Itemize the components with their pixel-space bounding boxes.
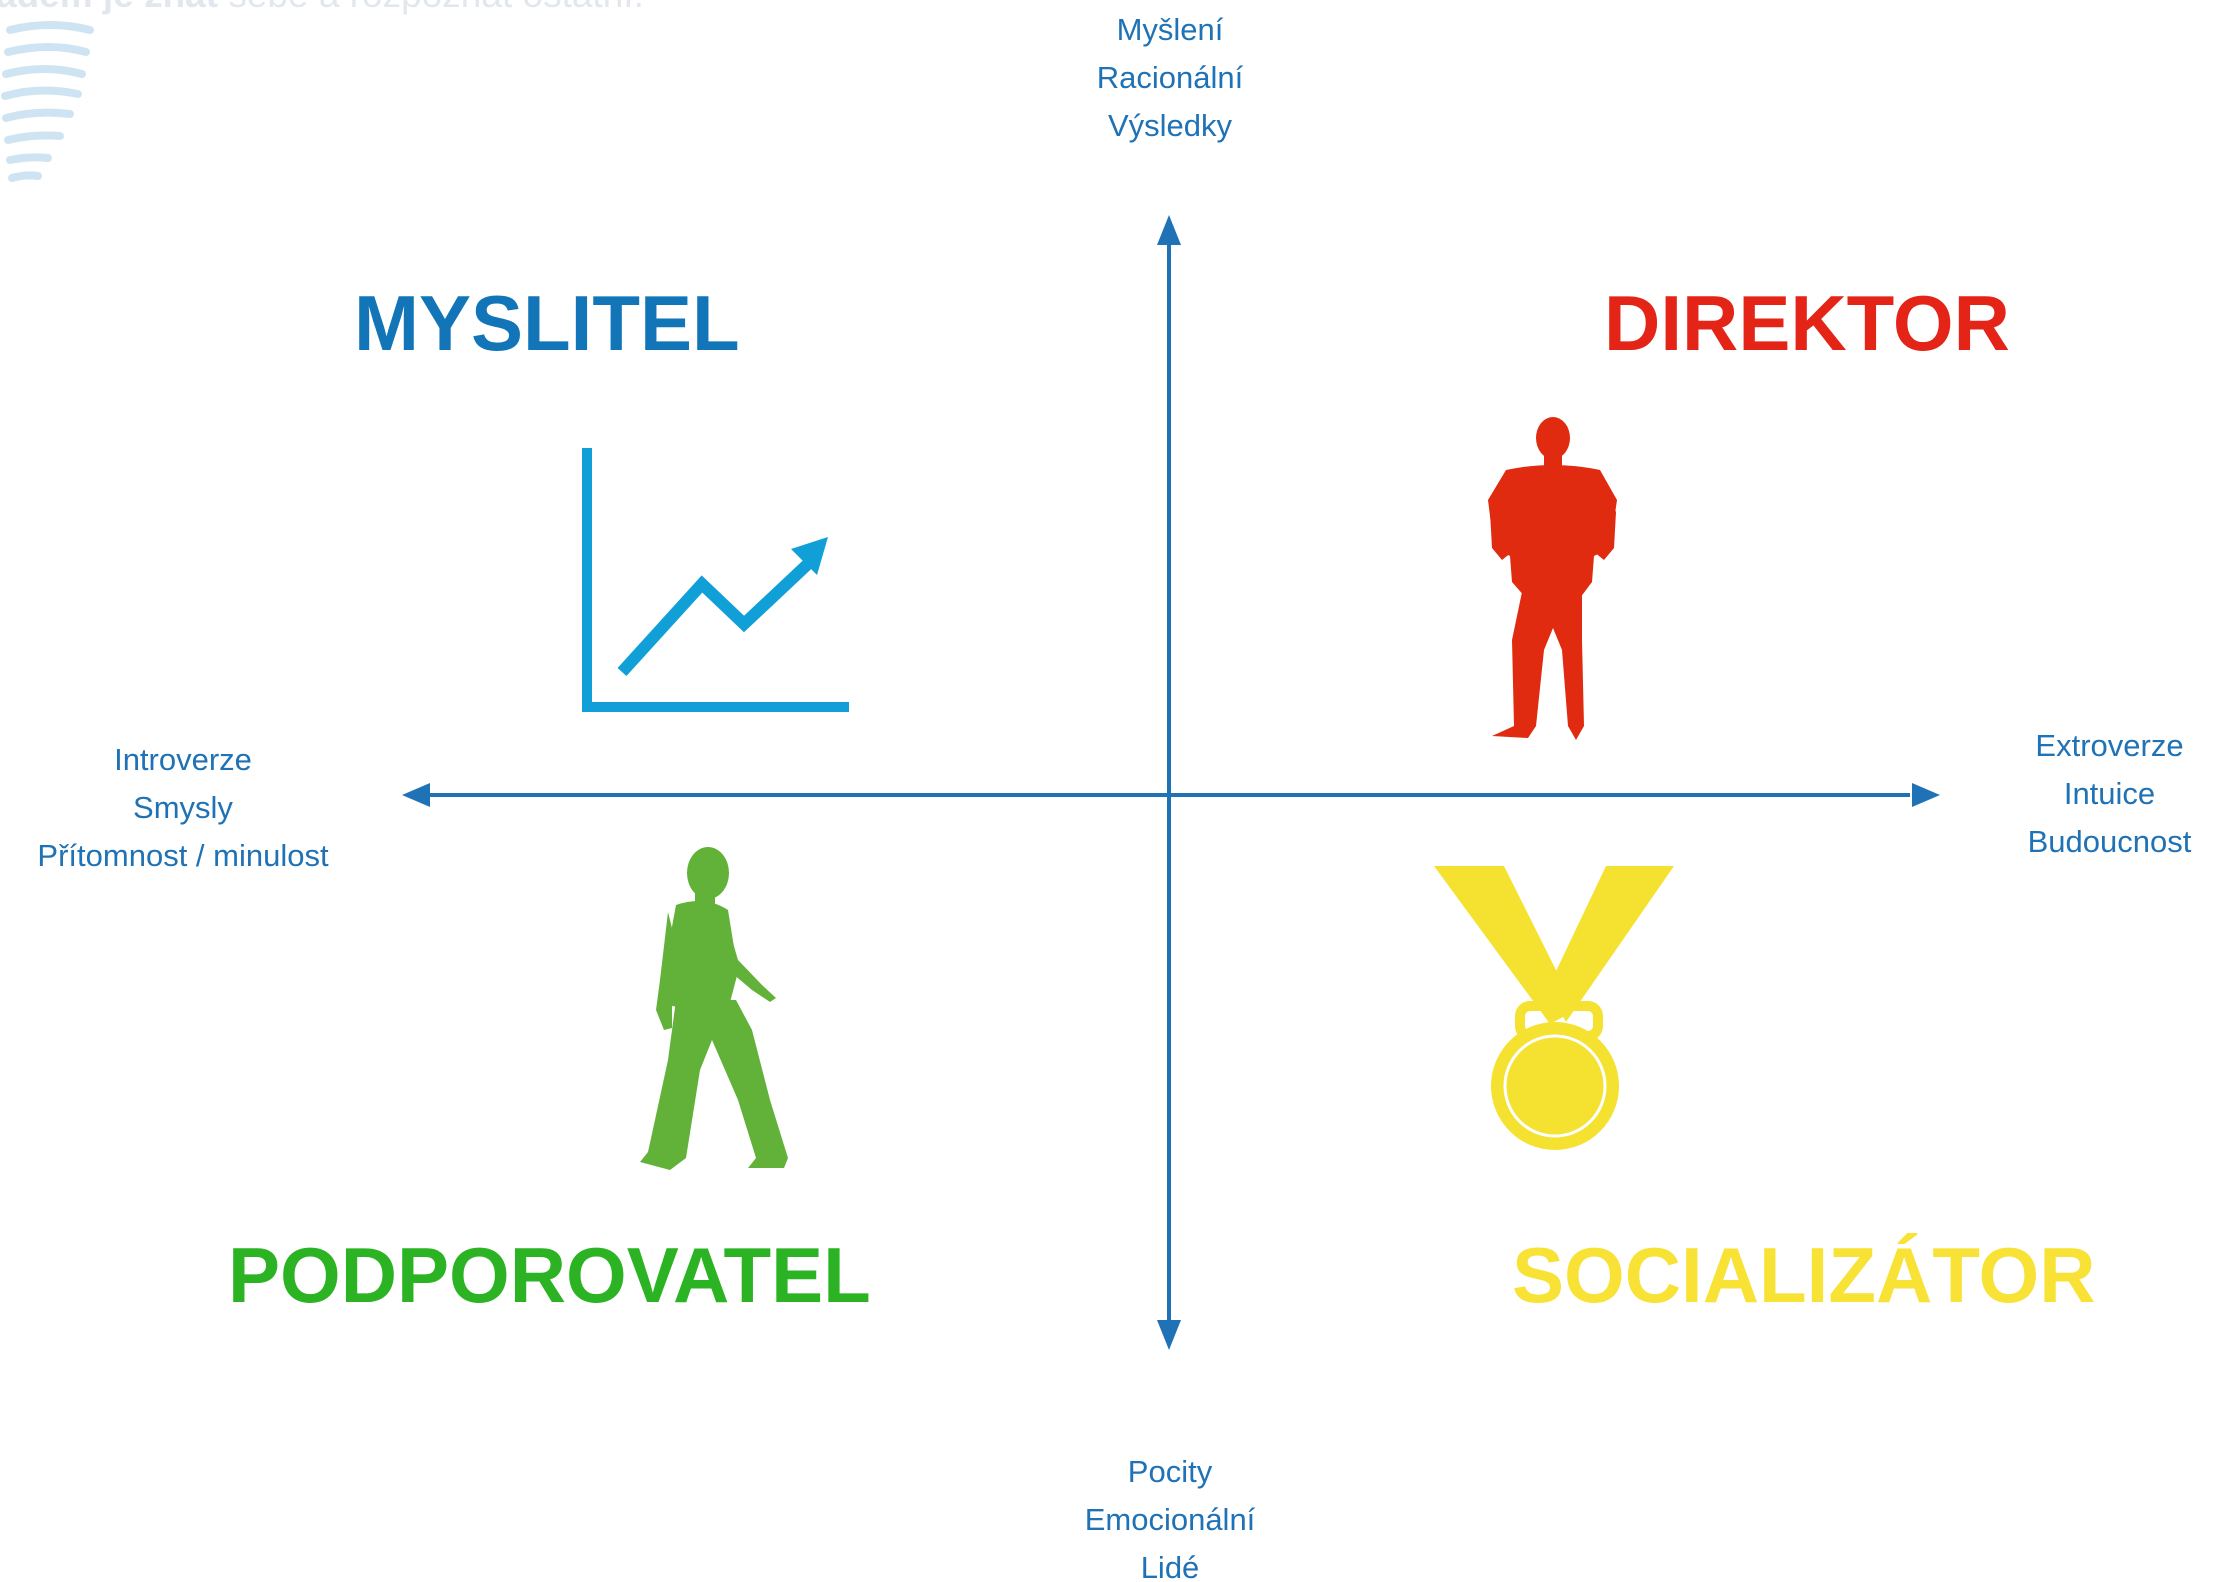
quadrant-title-direktor: DIREKTOR: [1604, 279, 2010, 367]
banner-bold: adem je znát: [0, 0, 218, 15]
arrow-right-icon: [1912, 783, 1940, 807]
quadrant-title-myslitel: MYSLITEL: [354, 279, 740, 367]
axis-label-right-line: Budoucnost: [2027, 824, 2192, 859]
top-banner-text: adem je znát sebe a rozpoznat ostatní.: [0, 0, 644, 16]
axis-label-right-line: Extroverze: [2035, 728, 2184, 763]
axis-label-top-line: Myšlení: [1116, 12, 1224, 47]
axis-label-left-line: Smysly: [133, 790, 233, 825]
axis-label-right-line: Intuice: [2063, 776, 2156, 811]
axis-label-left: Introverze Smysly Přítomnost / minulost: [0, 736, 366, 880]
medal-icon: [1434, 866, 1674, 1150]
axis-label-bottom-line: Pocity: [1127, 1454, 1213, 1489]
axis-label-bottom-line: Lidé: [1140, 1550, 1200, 1582]
axis-label-top-line: Racionální: [1096, 60, 1244, 95]
axis-label-top: Myšlení Racionální Výsledky: [1070, 6, 1270, 150]
axis-label-top-line: Výsledky: [1107, 108, 1233, 143]
quadrant-title-podporovatel: PODPOROVATEL: [228, 1231, 871, 1319]
walking-man-icon: [640, 847, 788, 1170]
axis-label-bottom: Pocity Emocionální Lidé: [1035, 1448, 1305, 1582]
quadrant-title-socializator: SOCIALIZÁTOR: [1512, 1231, 2096, 1319]
axis-label-left-line: Introverze: [114, 742, 252, 777]
fingerprint-icon: [1, 21, 94, 182]
rising-chart-icon: [582, 448, 849, 712]
standing-man-icon: [1488, 417, 1617, 740]
axis-label-left-line: Přítomnost / minulost: [37, 838, 329, 873]
arrow-down-icon: [1157, 1320, 1181, 1350]
banner-rest: sebe a rozpoznat ostatní.: [218, 0, 644, 15]
horizontal-axis: [402, 783, 1940, 807]
axis-label-bottom-line: Emocionální: [1084, 1502, 1256, 1537]
arrow-left-icon: [402, 783, 430, 807]
arrow-up-icon: [1157, 215, 1181, 245]
axis-label-right: Extroverze Intuice Budoucnost: [2000, 722, 2219, 866]
vertical-axis: [1157, 215, 1181, 1350]
